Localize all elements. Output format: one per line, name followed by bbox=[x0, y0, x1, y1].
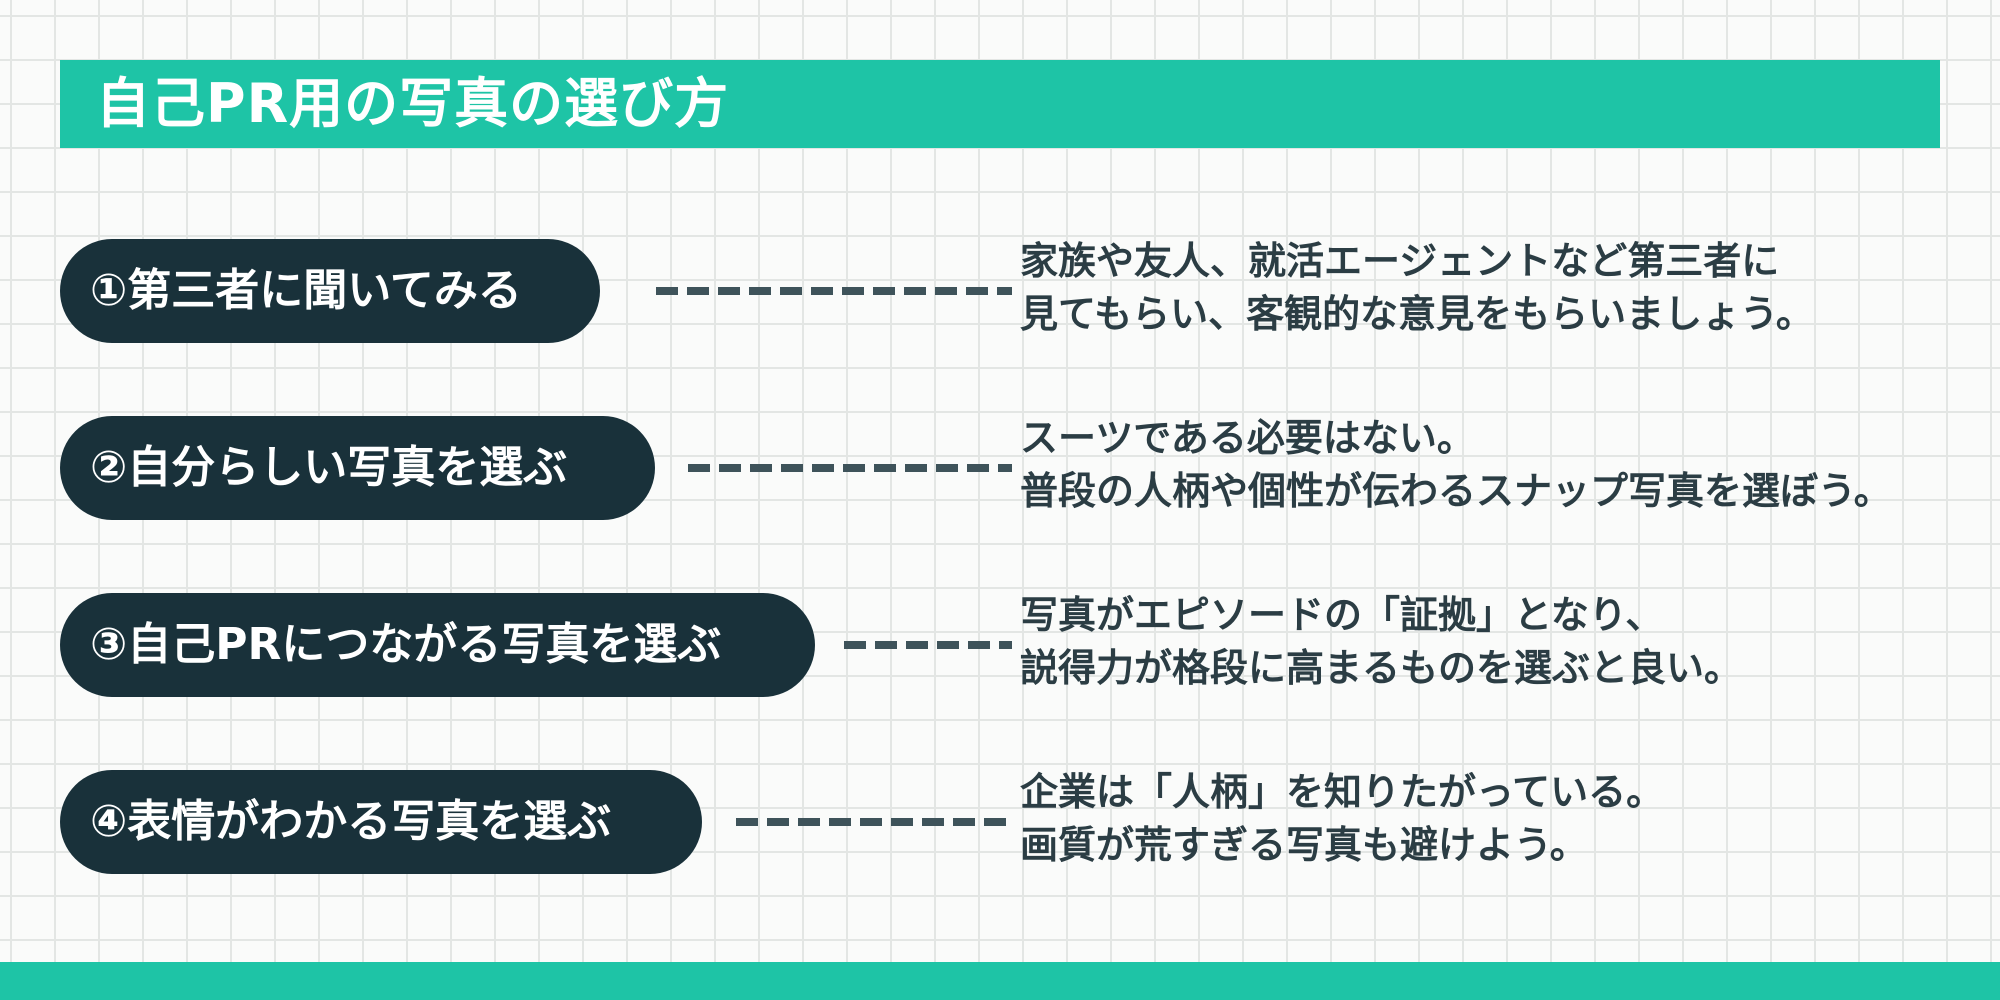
tip-label-3: ③自己PRにつながる写真を選ぶ bbox=[60, 593, 815, 697]
page-title: 自己PR用の写真の選び方 bbox=[96, 72, 730, 135]
tip-label-4: ④表情がわかる写真を選ぶ bbox=[60, 770, 702, 874]
tip-description-3: 写真がエピソードの「証拠」となり、 説得力が格段に高まるものを選ぶと良い。 bbox=[1020, 589, 1742, 695]
tip-label-1: ①第三者に聞いてみる bbox=[60, 239, 600, 343]
tip-description-1: 家族や友人、就活エージェントなど第三者に 見てもらい、客観的な意見をもらいましょ… bbox=[1020, 235, 1814, 341]
tip-description-2-line-2: 普段の人柄や個性が伝わるスナップ写真を選ぼう。 bbox=[1020, 469, 1892, 513]
tip-description-1-line-2: 見てもらい、客観的な意見をもらいましょう。 bbox=[1020, 292, 1814, 336]
tip-description-4-line-2: 画質が荒すぎる写真も避けよう。 bbox=[1020, 823, 1588, 867]
tip-description-3-line-2: 説得力が格段に高まるものを選ぶと良い。 bbox=[1020, 646, 1743, 690]
connector-line-2 bbox=[688, 464, 1012, 472]
tip-description-1-line-1: 家族や友人、就活エージェントなど第三者に bbox=[1020, 239, 1780, 283]
tip-description-4: 企業は「人柄」を知りたがっている。 画質が荒すぎる写真も避けよう。 bbox=[1020, 766, 1664, 872]
connector-line-3 bbox=[844, 641, 1012, 649]
tip-description-2-line-1: スーツである必要はない。 bbox=[1020, 416, 1475, 460]
tip-description-3-line-1: 写真がエピソードの「証拠」となり、 bbox=[1020, 593, 1664, 637]
connector-line-4 bbox=[736, 818, 1012, 826]
tip-description-2: スーツである必要はない。 普段の人柄や個性が伝わるスナップ写真を選ぼう。 bbox=[1020, 412, 1892, 518]
connector-line-1 bbox=[656, 287, 1012, 295]
tip-label-2: ②自分らしい写真を選ぶ bbox=[60, 416, 655, 520]
bottom-accent-bar bbox=[0, 962, 2000, 1000]
title-banner: 自己PR用の写真の選び方 bbox=[60, 60, 1940, 148]
tip-description-4-line-1: 企業は「人柄」を知りたがっている。 bbox=[1020, 770, 1665, 814]
